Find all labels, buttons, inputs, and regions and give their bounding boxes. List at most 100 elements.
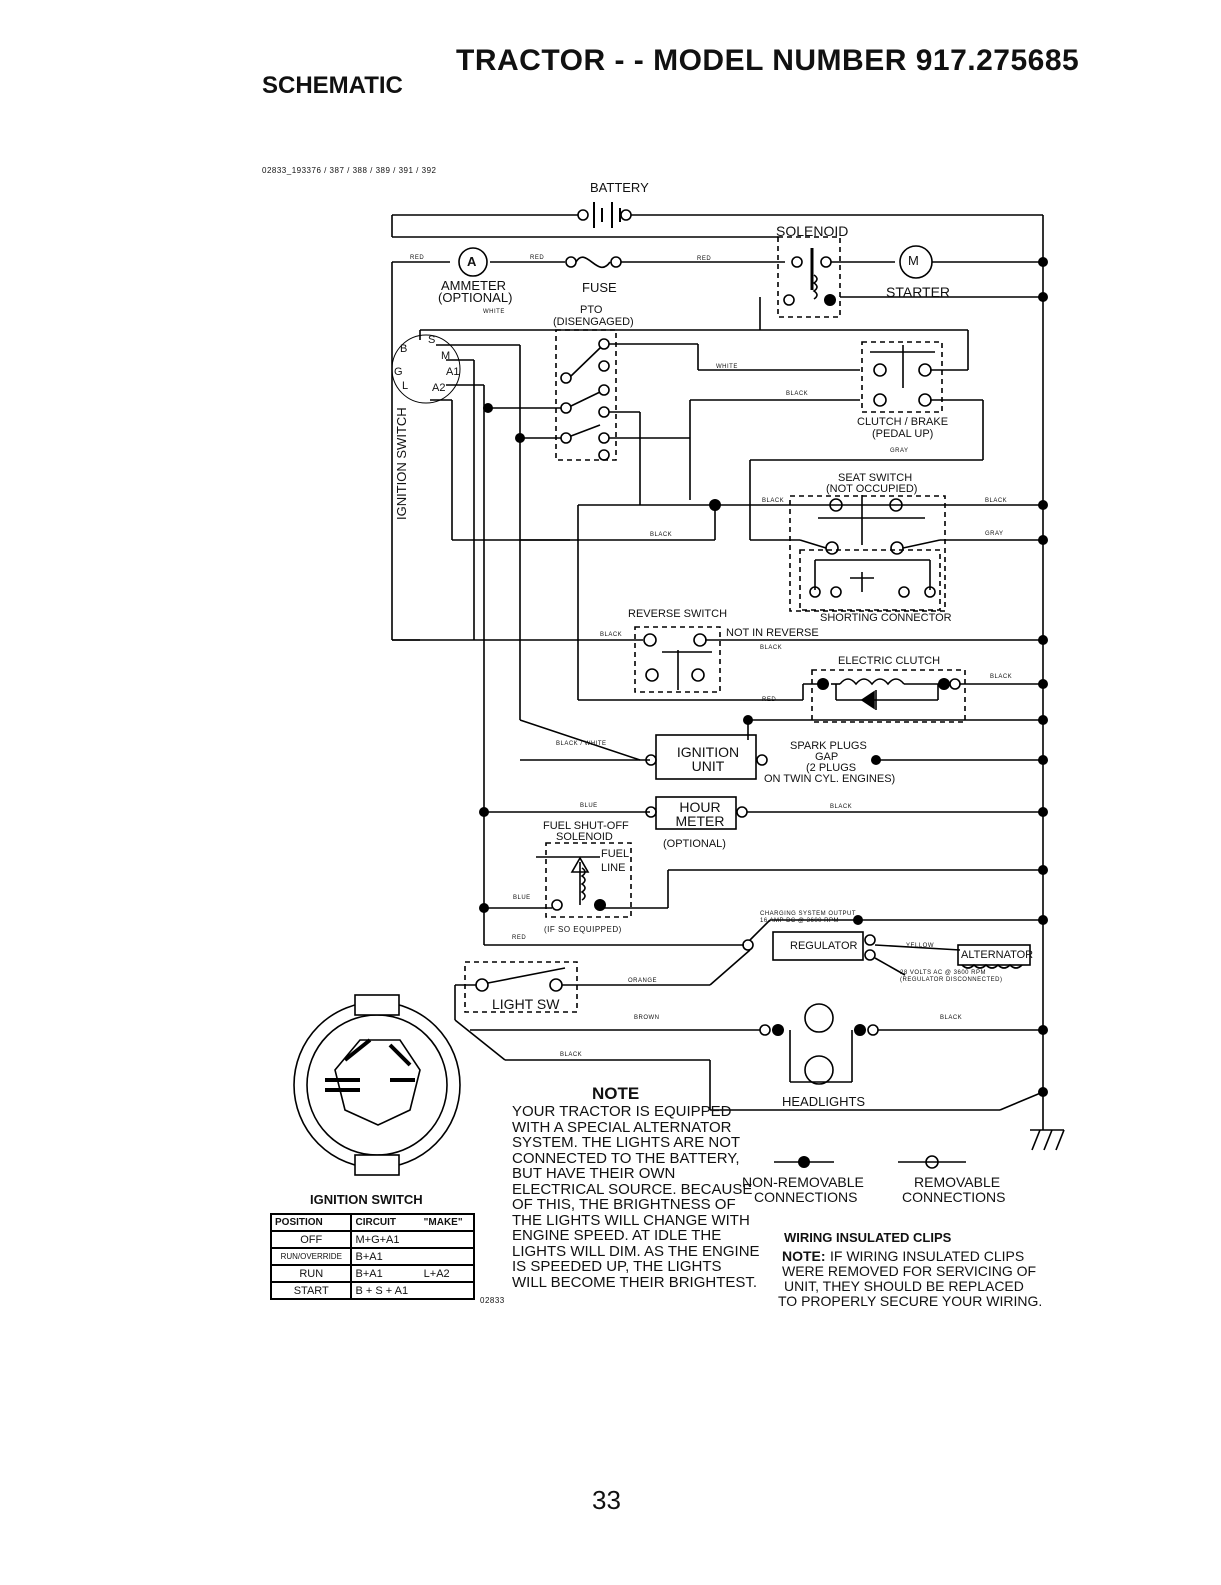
table-header: POSITION	[269, 1213, 353, 1232]
wire-color-label: BLACK	[985, 498, 1008, 504]
spark-plugs-count-label: (2 PLUGS	[806, 762, 857, 774]
table-row: RUN/OVERRIDE B+A1	[269, 1247, 476, 1266]
clips-line-4: TO PROPERLY SECURE YOUR WIRING.	[778, 1293, 1043, 1309]
table-cell: OFF	[269, 1230, 353, 1249]
table-cell: START	[269, 1281, 353, 1300]
fuel-label: FUEL	[601, 848, 630, 860]
wire-color-label: BLACK	[940, 1015, 963, 1021]
table-cell: B+A1	[350, 1247, 421, 1266]
wire-color-label: GRAY	[890, 448, 909, 454]
clips-line-3: UNIT, THEY SHOULD BE REPLACED	[784, 1278, 1024, 1294]
alternator-label: ALTERNATOR	[961, 949, 1034, 961]
starter-symbol: M	[908, 253, 919, 268]
fuse-label: FUSE	[582, 280, 617, 295]
alternator-regulator-label: (REGULATOR DISCONNECTED)	[900, 977, 1003, 983]
ammeter-optional-label: (OPTIONAL)	[438, 290, 513, 305]
clips-line-1: IF WIRING INSULATED CLIPS	[830, 1248, 1025, 1264]
ammeter-symbol: A	[467, 254, 477, 269]
wire-color-label: GRAY	[985, 531, 1004, 537]
twin-cyl-label: ON TWIN CYL. ENGINES)	[764, 773, 896, 785]
ammeter-label: AMMETER	[441, 278, 506, 293]
charging-output-spec-label: 16 AMP DC @ 3600 RPM	[760, 918, 840, 924]
battery-label: BATTERY	[590, 180, 649, 195]
removable-connections-label: CONNECTIONS	[902, 1189, 1006, 1205]
ignition-unit-label: IGNITION UNIT	[676, 744, 740, 774]
wire-color-label: BLACK	[760, 645, 783, 651]
clutch-brake-label: CLUTCH / BRAKE	[857, 416, 949, 428]
terminal-s: S	[428, 334, 436, 346]
page-title: TRACTOR - - MODEL NUMBER 917.275685	[456, 44, 1080, 77]
wire-color-label: BLACK	[990, 674, 1013, 680]
wire-color-label: BLACK / WHITE	[556, 741, 607, 747]
wire-color-label: BLACK	[786, 391, 809, 397]
terminal-a1: A1	[446, 366, 460, 378]
terminal-a2: A2	[432, 382, 446, 394]
non-removable-connections-label: CONNECTIONS	[754, 1189, 858, 1205]
table-header: "MAKE"	[420, 1213, 476, 1232]
headlights-label: HEADLIGHTS	[782, 1094, 866, 1109]
clips-line-2: WERE REMOVED FOR SERVICING OF	[782, 1263, 1037, 1279]
ignition-switch-vertical-label: IGNITION SWITCH	[394, 407, 409, 520]
terminal-b: B	[400, 343, 408, 355]
wire-color-label: BLACK	[830, 804, 853, 810]
table-cell: RUN	[269, 1264, 353, 1283]
wire-color-label: BROWN	[634, 1015, 660, 1021]
section-title: SCHEMATIC	[262, 72, 403, 99]
spark-plugs-label: SPARK PLUGS	[790, 740, 867, 752]
table-cell	[420, 1247, 476, 1266]
wire-color-label: WHITE	[716, 364, 738, 370]
spark-gap-label: GAP	[815, 751, 839, 763]
table-cell: B + S + A1	[350, 1281, 421, 1300]
starter-label: STARTER	[886, 284, 951, 300]
alternator-spec-label: 28 VOLTS AC @ 3600 RPM	[900, 970, 987, 976]
wire-color-label: BLACK	[650, 532, 673, 538]
table-cell: L+A2	[420, 1264, 476, 1283]
table-row: OFF M+G+A1	[269, 1230, 476, 1249]
wire-color-label: BLACK	[762, 498, 785, 504]
wire-color-label: RED	[762, 697, 777, 703]
pto-state-label: (DISENGAGED)	[553, 316, 634, 328]
hour-meter-label: HOUR METER	[675, 799, 725, 829]
fuel-shutoff-solenoid-label: SOLENOID	[556, 831, 613, 843]
terminal-l: L	[402, 380, 409, 392]
removable-label: REMOVABLE	[914, 1174, 1001, 1190]
if-so-equipped-label: (IF SO EQUIPPED)	[544, 925, 622, 934]
part-reference: 02833_193376 / 387 / 388 / 389 / 391 / 3…	[262, 166, 437, 175]
solenoid-label: SOLENOID	[776, 223, 849, 239]
table-cell	[420, 1230, 476, 1249]
page-number: 33	[592, 1485, 621, 1515]
not-in-reverse-label: NOT IN REVERSE	[726, 627, 819, 639]
fuel-line-label: LINE	[601, 862, 626, 874]
wire-color-label: ORANGE	[628, 978, 658, 984]
non-removable-label: NON-REMOVABLE	[742, 1174, 864, 1190]
table-cell	[420, 1281, 476, 1300]
note-reference: 02833	[480, 1296, 505, 1305]
seat-switch-label: SEAT SWITCH	[838, 472, 913, 484]
clutch-brake-state-label: (PEDAL UP)	[872, 428, 934, 440]
wire-color-label: WHITE	[483, 309, 505, 315]
pto-label: PTO	[580, 304, 603, 316]
note-title: NOTE	[592, 1084, 640, 1103]
wire-color-label: RED	[512, 935, 527, 941]
ignition-switch-table-title: IGNITION SWITCH	[310, 1192, 423, 1207]
terminal-g: G	[394, 366, 403, 378]
wire-color-label: BLACK	[600, 632, 623, 638]
table-cell: RUN/OVERRIDE	[269, 1247, 353, 1266]
charging-output-label: CHARGING SYSTEM OUTPUT	[760, 911, 857, 917]
table-row: RUN B+A1 L+A2	[269, 1264, 476, 1283]
wire-color-label: RED	[530, 255, 545, 261]
table-header-row: POSITION CIRCUIT "MAKE"	[269, 1213, 476, 1232]
wire-color-label: RED	[697, 256, 712, 262]
table-header: CIRCUIT	[350, 1213, 421, 1232]
terminal-m: M	[441, 350, 451, 362]
reverse-switch-label: REVERSE SWITCH	[628, 608, 728, 620]
wire-color-label: BLUE	[580, 803, 598, 809]
wire-color-label: BLUE	[513, 895, 531, 901]
table-row: START B + S + A1	[269, 1281, 476, 1300]
light-switch-label: LIGHT SW	[492, 996, 560, 1012]
table-cell: M+G+A1	[350, 1230, 421, 1249]
clips-note-label: NOTE:	[782, 1248, 826, 1264]
wire-color-label: RED	[410, 255, 425, 261]
ignition-switch-table: POSITION CIRCUIT "MAKE" OFF M+G+A1 RUN/O…	[269, 1213, 476, 1300]
